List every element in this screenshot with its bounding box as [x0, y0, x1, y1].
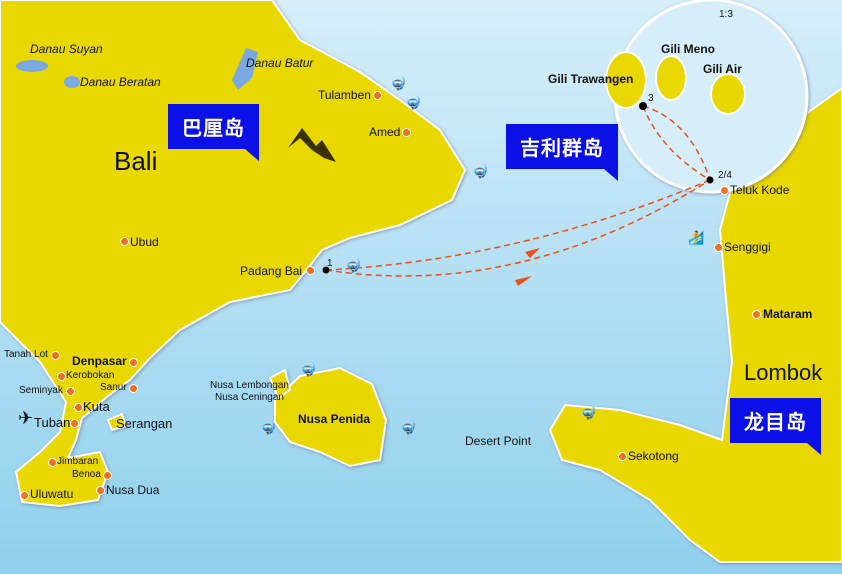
place-senggigi: Senggigi: [724, 240, 771, 254]
place-sanur: Sanur: [100, 382, 127, 393]
diving-icon: 🤿: [472, 164, 489, 179]
place-seminyak: Seminyak: [19, 385, 63, 396]
place-kuta: Kuta: [83, 399, 110, 414]
place-nusa-ceningan: Nusa Ceningan: [215, 392, 284, 403]
place-serangan: Serangan: [116, 416, 173, 431]
place-tuban: Tuban: [34, 415, 71, 430]
place-nusa-lembongan: Nusa Lembongan: [210, 380, 289, 391]
route-point-2-4: 2/4: [718, 170, 732, 181]
lombok-cn-badge: 龙目岛: [730, 398, 821, 455]
place-ubud: Ubud: [130, 235, 159, 249]
place-sekotong: Sekotong: [628, 449, 679, 463]
bali-land: [0, 0, 467, 508]
route-point-1: 1: [327, 258, 333, 269]
diving-icon: 🤿: [345, 258, 362, 273]
place-mataram: Mataram: [763, 307, 813, 321]
gili-trawangan-land: [605, 51, 647, 109]
diving-icon: 🤿: [400, 420, 417, 435]
gili-air-label: Gili Air: [703, 62, 742, 76]
serangan-land: [106, 412, 128, 432]
inset-scale: 1:3: [719, 9, 733, 20]
nusa-penida-label: Nusa Penida: [298, 412, 371, 426]
place-desert-point: Desert Point: [465, 434, 532, 448]
airport-icon: ✈: [18, 408, 34, 428]
gili-meno-land: [655, 55, 687, 101]
surfing-icon: 🏄: [688, 230, 705, 245]
place-jimbaran: Jimbaran: [57, 456, 99, 467]
place-padang-bai: Padang Bai: [240, 264, 303, 278]
bali-label: Bali: [114, 146, 158, 176]
place-teluk-kode: Teluk Kode: [730, 183, 790, 197]
place-amed: Amed: [369, 125, 401, 139]
lake-suyan: [16, 60, 48, 72]
gili-cn-badge: 吉利群岛: [506, 124, 618, 181]
place-kerobokan: Kerobokan: [66, 370, 115, 381]
lake-beratan-label: Danau Beratan: [80, 75, 161, 89]
lombok-label: Lombok: [744, 360, 823, 385]
diving-icon: 🤿: [580, 405, 597, 420]
bali-cn-badge: 巴厘岛: [168, 104, 259, 161]
diving-icon: 🤿: [260, 420, 277, 435]
lake-beratan: [64, 76, 80, 88]
gili-meno-label: Gili Meno: [661, 42, 715, 56]
nusa-penida-land: [274, 366, 388, 468]
ferry-routes: [325, 105, 711, 277]
nusa-lembongan-land: [268, 368, 292, 400]
place-uluwatu: Uluwatu: [30, 487, 74, 501]
place-benoa: Benoa: [72, 469, 101, 480]
route-point-3: 3: [648, 93, 654, 104]
place-nusa-dua: Nusa Dua: [106, 483, 160, 497]
diving-icon: 🤿: [300, 362, 317, 377]
lake-batur-label: Danau Batur: [246, 56, 314, 70]
lake-batur: [232, 48, 258, 90]
mountain-icon: [288, 128, 336, 162]
place-tanah-lot: Tanah Lot: [4, 349, 48, 360]
lake-suyan-label: Danau Suyan: [30, 42, 103, 56]
diving-icon: 🤿: [405, 95, 422, 110]
place-denpasar: Denpasar: [72, 354, 127, 368]
diving-icon: 🤿: [390, 76, 407, 91]
gili-trawangan-label: Gili Trawangen: [548, 72, 634, 86]
gili-air-land: [710, 73, 746, 115]
place-tulamben: Tulamben: [318, 88, 371, 102]
